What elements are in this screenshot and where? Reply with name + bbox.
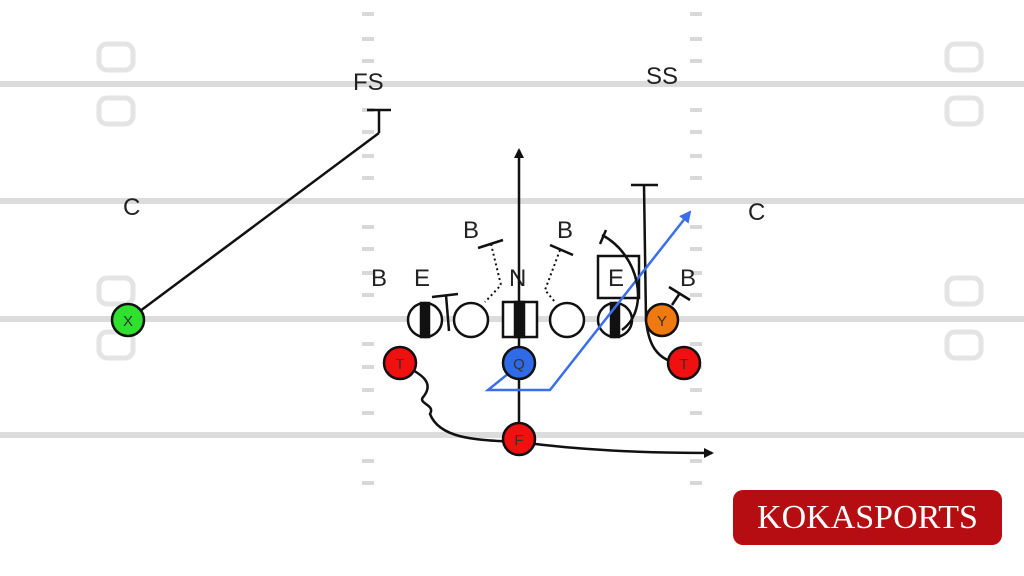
player-f: F [501, 421, 537, 457]
svg-text:T: T [679, 356, 688, 373]
svg-text:Y: Y [657, 313, 667, 330]
label-b-outer-right: B [680, 265, 696, 292]
label-e-left: E [414, 265, 430, 292]
svg-text:T: T [395, 356, 404, 373]
label-ss: SS [646, 63, 678, 90]
t-left-route [399, 361, 714, 458]
yard-lines [0, 81, 1024, 438]
player-q: Q [501, 345, 537, 381]
lineman-right-guard [548, 301, 586, 339]
label-b-outer-left: B [371, 265, 387, 292]
e-right-route [598, 229, 640, 332]
skill-players: X Q Y T T F [110, 302, 702, 457]
blue-pass-route [484, 210, 692, 392]
label-e-right: E [608, 265, 624, 292]
svg-text:F: F [514, 432, 523, 449]
logo-text: KOKASPORTS [757, 498, 978, 536]
label-n: N [509, 265, 526, 292]
player-t-right: T [666, 345, 702, 381]
svg-text:X: X [123, 313, 133, 330]
svg-text:Q: Q [513, 356, 525, 373]
label-b-inner-right: B [557, 217, 573, 244]
label-c-left: C [123, 194, 140, 221]
fs-block-mark [367, 108, 391, 133]
player-x: X [110, 302, 146, 338]
lineman-left-guard [452, 301, 490, 339]
label-b-inner-left: B [463, 217, 479, 244]
player-t-left: T [382, 345, 418, 381]
x-route [127, 131, 380, 322]
player-y: Y [644, 302, 680, 338]
label-c-right: C [748, 199, 765, 226]
label-fs: FS [353, 69, 384, 96]
kokasports-logo: KOKASPORTS [733, 490, 1002, 545]
defense: FS SS C C B E B N B E B [123, 63, 765, 332]
routes [127, 131, 714, 458]
